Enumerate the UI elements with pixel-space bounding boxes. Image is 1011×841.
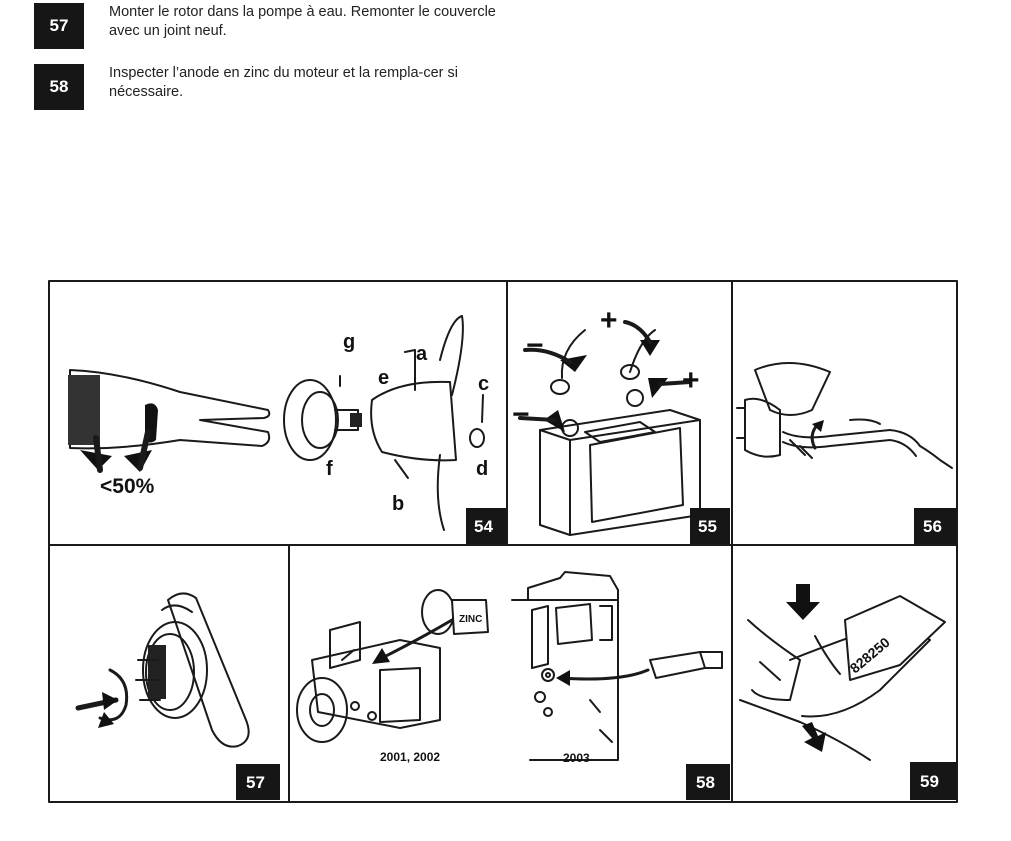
plus-sign: + (600, 304, 618, 337)
step-58: 58 Inspecter l’anode en zinc du moteur e… (34, 64, 509, 110)
arrow-icon (786, 584, 820, 620)
minus-sign: − (512, 398, 530, 431)
engine-2003-illustration (511, 571, 619, 761)
arrow-icon (523, 347, 587, 372)
figure-number: 54 (474, 517, 493, 536)
figure-number: 55 (698, 517, 717, 536)
part-label-e: e (378, 367, 389, 389)
wear-limit-label: <50% (100, 475, 155, 498)
figure-57: 57 (75, 592, 280, 800)
step-57: 57 Monter le rotor dans la pompe à eau. … (34, 3, 509, 49)
hose-clamp-illustration (739, 595, 946, 761)
figure-number: 58 (696, 773, 715, 792)
step-number-badge: 58 (34, 64, 84, 110)
arrow-icon (124, 429, 152, 472)
propeller-blade-illustration (68, 369, 271, 450)
figure-number-badge (690, 508, 730, 544)
impeller-illustration (135, 592, 250, 748)
part-label-d: d (476, 458, 488, 480)
zinc-anode-illustration (421, 589, 489, 635)
plus-sign: + (682, 364, 700, 397)
figure-54: <50% g a e c d f b 54 (68, 315, 506, 544)
figure-number: 57 (246, 773, 265, 792)
hub-assembly-illustration (283, 315, 485, 531)
engine-flush-illustration (736, 361, 953, 469)
part-label-a: a (416, 343, 428, 365)
figure-number-badge (686, 764, 730, 800)
step-text: Monter le rotor dans la pompe à eau. Rem… (109, 4, 496, 39)
arrow-icon (80, 435, 112, 473)
zinc-anode-illustration (649, 651, 723, 679)
zinc-text: ZINC (459, 614, 482, 625)
arrow-icon (556, 668, 650, 686)
arrow-icon (518, 410, 565, 432)
figure-number-badge (910, 762, 956, 800)
minus-sign: − (526, 329, 544, 362)
arrow-icon (372, 618, 454, 664)
grid-frame (48, 280, 958, 803)
figure-number-badge (466, 508, 506, 544)
step-text: Inspecter l’anode en zinc du moteur et l… (109, 65, 458, 100)
part-label-g: g (343, 331, 355, 353)
part-label-c: c (478, 373, 489, 395)
caption-2003: 2003 (563, 751, 590, 765)
figure-56: 56 (736, 361, 956, 544)
part-label-f: f (326, 458, 333, 480)
figure-59: 828250 59 (739, 584, 956, 800)
figure-number: 59 (920, 772, 939, 791)
part-label-b: b (392, 493, 404, 515)
caption-2001-2002: 2001, 2002 (380, 750, 440, 764)
figure-55: − + − + 55 (512, 304, 730, 544)
figure-number: 56 (923, 517, 942, 536)
engine-2001-illustration (296, 621, 441, 743)
figure-number-badge (914, 508, 956, 544)
arrow-icon (648, 378, 692, 398)
rotation-arrow-icon (810, 420, 824, 450)
figure-number-badge (236, 764, 280, 800)
figure-58: ZINC 2001, 2002 2003 58 (296, 571, 730, 800)
rotation-arrow-icon (75, 668, 129, 728)
arrow-icon (802, 722, 826, 752)
arrow-icon (623, 320, 660, 356)
step-number-badge: 57 (34, 3, 84, 49)
